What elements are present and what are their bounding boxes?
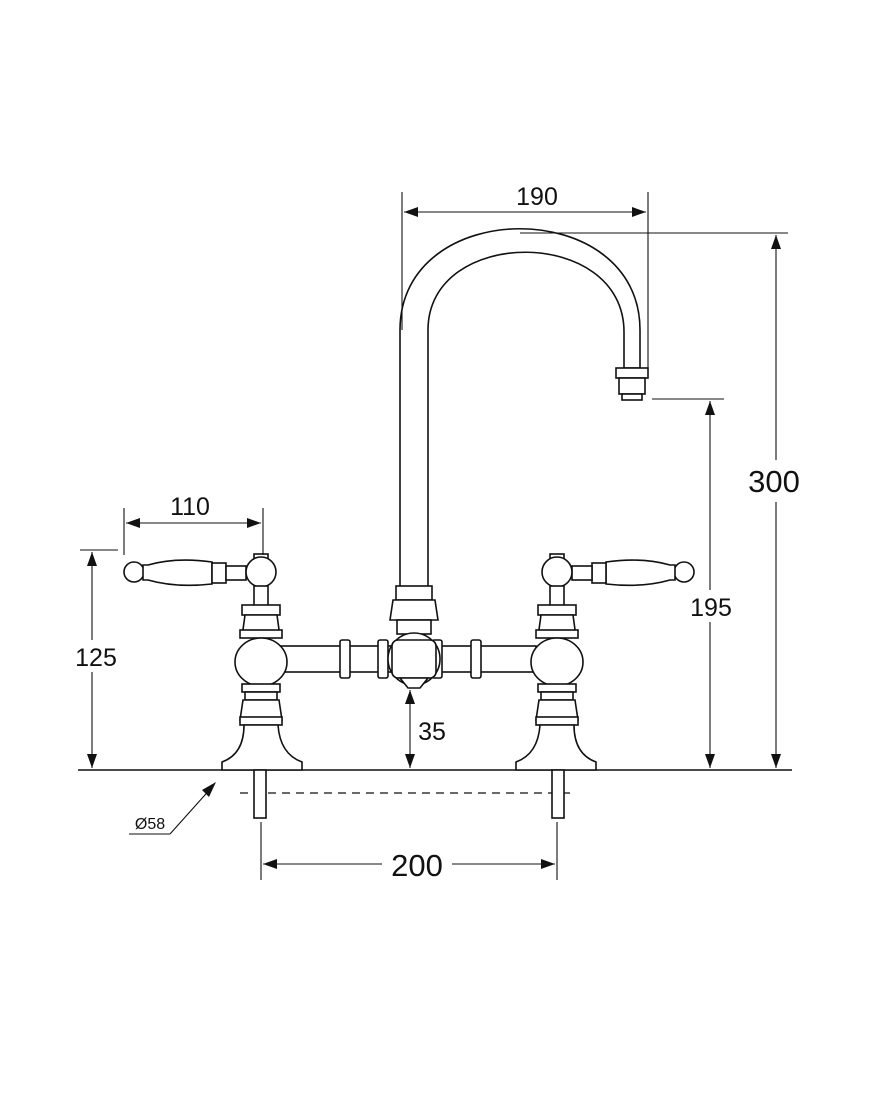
dim-base-diameter xyxy=(129,782,216,835)
label-handle-height: 125 xyxy=(75,644,117,672)
right-tap xyxy=(515,553,695,819)
label-base-diameter: Ø58 xyxy=(135,816,165,833)
dim-lever-reach xyxy=(123,508,264,555)
label-outlet-height: 195 xyxy=(690,594,732,622)
left-tap xyxy=(123,553,303,819)
spout-body xyxy=(387,585,441,689)
label-lever-reach: 110 xyxy=(170,493,210,521)
dim-tap-centres xyxy=(260,822,558,880)
label-overall-height: 300 xyxy=(748,464,800,499)
label-bridge-height: 35 xyxy=(418,718,446,746)
label-tap-centres: 200 xyxy=(391,848,443,883)
dim-outlet-height xyxy=(652,398,724,768)
dim-bridge-height xyxy=(405,690,415,768)
dim-spout-reach xyxy=(401,192,649,368)
label-spout-reach: 190 xyxy=(516,183,558,211)
spout xyxy=(399,228,649,587)
